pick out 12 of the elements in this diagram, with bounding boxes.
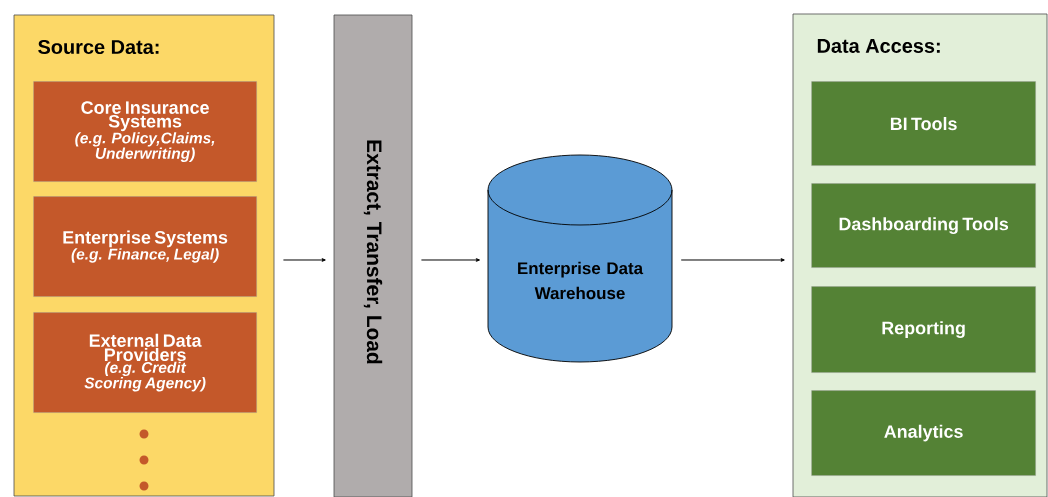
database-cylinder: Enterprise Data Warehouse <box>487 154 673 363</box>
arrow <box>420 258 480 262</box>
process-box: Dashboarding Tools <box>811 183 1036 268</box>
process-box: BI Tools <box>811 81 1036 166</box>
process-box: Core Insurance Systems (e.g. Policy,Claims, Underwriting) <box>33 81 257 182</box>
arrow <box>282 258 326 262</box>
arrow <box>680 258 785 262</box>
process-box: Enterprise Systems (e.g. Finance, Legal) <box>33 196 257 297</box>
process-box: External Data Providers (e.g. Credit Scoring Agency) <box>33 312 257 413</box>
process-box: Reporting <box>811 286 1036 373</box>
process-bar: Extract, Transfer, Load <box>333 14 413 497</box>
process-box: Analytics <box>811 390 1036 476</box>
